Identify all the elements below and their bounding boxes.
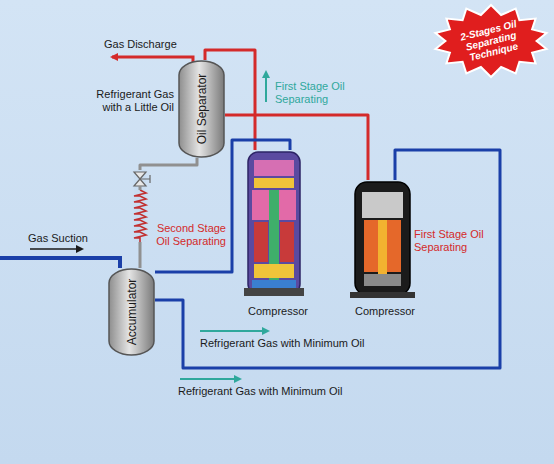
gas-discharge-pipe xyxy=(112,57,193,62)
annotation-label: Gas Discharge xyxy=(104,38,177,51)
tank-label: Accumulator xyxy=(125,279,138,346)
annotation-label: Gas Suction xyxy=(28,232,88,245)
badge-star: 2-Stages Oil Separating Technique xyxy=(432,3,550,79)
gas-suction-pipe xyxy=(0,258,120,268)
capillary-coil xyxy=(134,190,146,242)
capillary-tube xyxy=(139,186,142,190)
tank-label: Oil Separator xyxy=(195,74,208,145)
annotation-label: Second Stage Oil Separating xyxy=(148,222,226,248)
valve-stem xyxy=(140,175,150,183)
flow-arrow xyxy=(265,72,267,102)
annotation-label: Refrigerant Gas with Minimum Oil xyxy=(178,385,342,398)
suction-arrow xyxy=(30,248,82,250)
flow-arrow xyxy=(180,378,240,380)
oil-separator-tank: Oil Separator xyxy=(178,60,225,158)
accumulator-tank: Accumulator xyxy=(108,268,155,356)
refrigerant-pipe xyxy=(140,158,197,268)
flow-arrow xyxy=(200,330,268,332)
compressor-label: Compressor xyxy=(340,305,430,318)
annotation-label: Refrigerant Gas with a Little Oil xyxy=(78,88,174,114)
annotation-label: First Stage Oil Separating xyxy=(275,80,365,106)
refrigerant-pipe xyxy=(155,150,500,368)
annotation-label: First Stage Oil Separating xyxy=(414,228,496,254)
compressor-label: Compressor xyxy=(238,305,318,318)
annotation-label: Refrigerant Gas with Minimum Oil xyxy=(200,337,364,350)
compressor-unit: Compressor xyxy=(238,150,318,318)
